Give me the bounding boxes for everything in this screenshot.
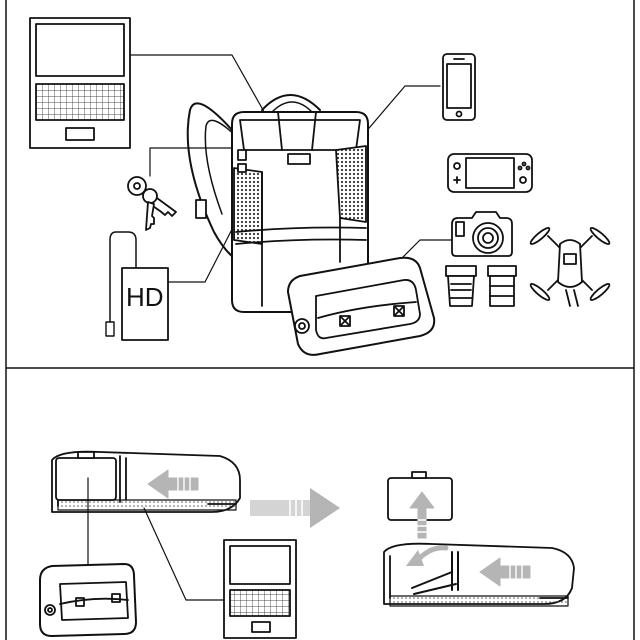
smartphone-icon <box>442 53 476 121</box>
bottom-panel <box>39 450 575 639</box>
top-panel: HD <box>29 17 611 356</box>
camera-icon <box>451 211 513 257</box>
transition-arrow <box>250 488 340 528</box>
lens-icon <box>445 265 517 307</box>
hard-drive-icon: HD <box>105 231 169 341</box>
bottom-connector-lines <box>87 477 227 601</box>
hd-label: HD <box>126 282 164 312</box>
camera-insert-box-icon <box>287 256 436 356</box>
backpack-icon <box>186 94 369 313</box>
laptop-small-icon <box>223 539 297 639</box>
game-console-icon <box>447 153 533 193</box>
backpack-side-view-unloaded <box>383 471 575 607</box>
camera-box-icon <box>39 563 137 637</box>
key-icon <box>127 176 177 231</box>
drone-icon <box>529 227 611 307</box>
backpack-side-view-loaded <box>51 450 241 513</box>
laptop-icon <box>29 17 131 149</box>
panel-frame <box>5 0 635 640</box>
